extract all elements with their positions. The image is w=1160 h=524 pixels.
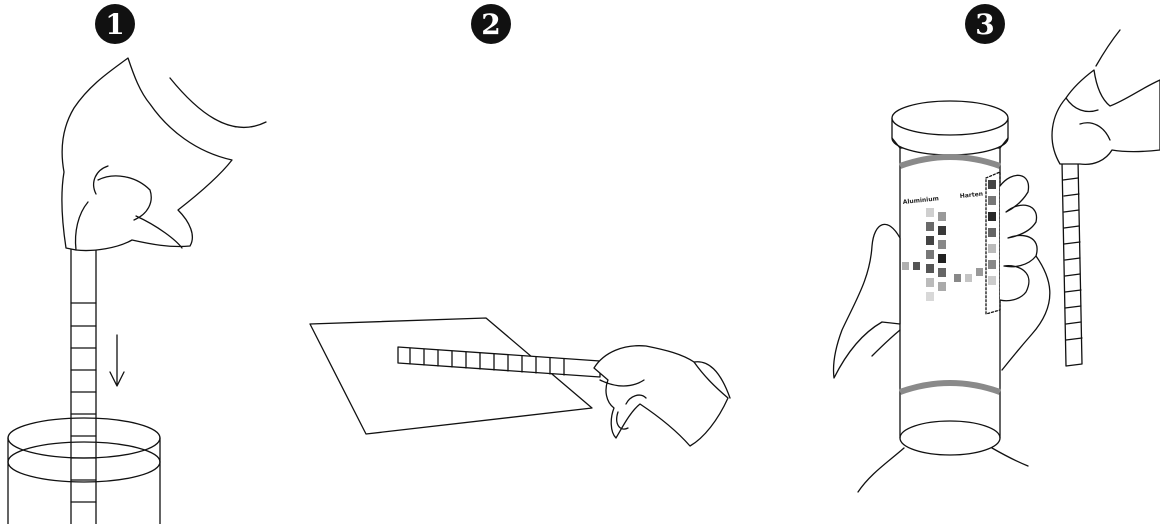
hand-icon — [62, 58, 266, 251]
step-1-illustration — [0, 0, 300, 524]
beaker-rim-back — [8, 418, 160, 438]
step-2-panel: 2 — [300, 0, 760, 524]
step-3-panel: 3 Aluminium Harten — [760, 0, 1160, 524]
step-2-illustration — [300, 0, 760, 524]
hand-icon — [1052, 30, 1160, 164]
arrow-down-icon — [110, 335, 124, 386]
hand-icon — [594, 346, 730, 446]
test-strip — [1062, 160, 1082, 366]
absorbent-paper — [310, 318, 592, 434]
step-3-illustration: Aluminium Harten — [760, 0, 1160, 524]
test-strip — [398, 347, 600, 377]
test-strip — [71, 238, 96, 524]
step-1-panel: 1 — [0, 0, 300, 524]
beaker — [8, 438, 160, 524]
